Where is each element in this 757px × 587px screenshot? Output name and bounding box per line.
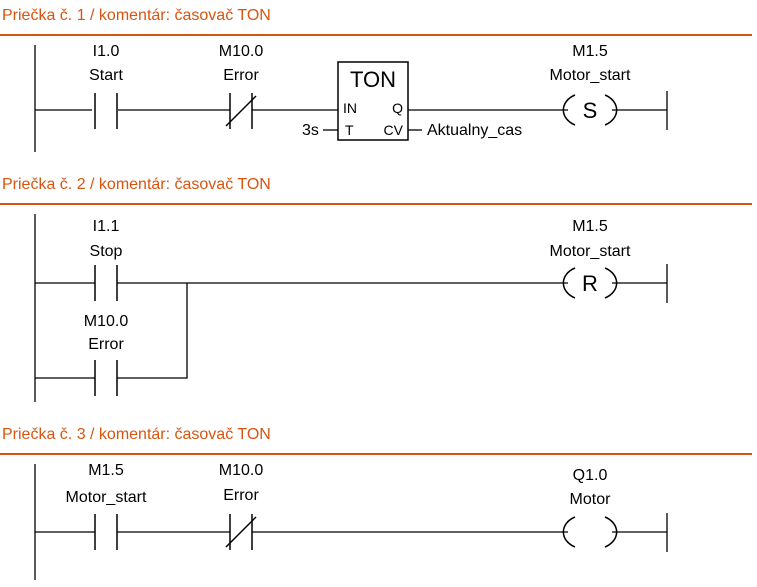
contact-error-nc[interactable]	[225, 93, 257, 129]
ton-pin-cv: CV	[384, 122, 404, 138]
coil-motor[interactable]	[562, 516, 618, 548]
rung-1-title: Priečka č. 1 / komentár: časovač TON	[2, 7, 271, 24]
contact-error-symbol: Error	[223, 67, 259, 84]
coil-set-address: M1.5	[572, 43, 608, 60]
rung-2-title: Priečka č. 2 / komentár: časovač TON	[2, 176, 271, 193]
contact-stop-symbol: Stop	[90, 243, 123, 260]
ton-preset-value: 3s	[302, 122, 319, 139]
contact-error-branch-symbol: Error	[88, 336, 124, 353]
rung-2-branch-wire	[35, 283, 188, 379]
coil-reset-symbol: Motor_start	[550, 243, 631, 260]
ton-pin-t: T	[345, 122, 354, 138]
contact-error-address: M10.0	[219, 43, 264, 60]
contact-stop-address: I1.1	[93, 218, 120, 235]
contact-error-3-symbol: Error	[223, 487, 259, 504]
contact-error-3-address: M10.0	[219, 462, 264, 479]
contact-motor-start-symbol: Motor_start	[66, 489, 147, 506]
coil-set-letter: S	[583, 98, 598, 123]
contact-error-branch-address: M10.0	[84, 313, 129, 330]
ton-timer-block[interactable]: TON IN Q T CV	[337, 61, 409, 141]
ton-pin-q: Q	[392, 100, 403, 116]
contact-stop[interactable]	[94, 265, 118, 301]
ton-title: TON	[350, 67, 396, 92]
rung-3: Priečka č. 3 / komentár: časovač TON M1.…	[0, 426, 752, 580]
coil-reset-letter: R	[582, 271, 598, 296]
ton-pin-in: IN	[343, 100, 357, 116]
coil-reset[interactable]: R	[562, 267, 618, 299]
rung-3-title: Priečka č. 3 / komentár: časovač TON	[2, 426, 271, 443]
coil-motor-address: Q1.0	[573, 467, 608, 484]
coil-set-symbol: Motor_start	[550, 67, 631, 84]
contact-motor-start[interactable]	[94, 514, 118, 550]
coil-set[interactable]: S	[562, 94, 618, 126]
coil-motor-symbol: Motor	[570, 491, 612, 508]
contact-start[interactable]	[94, 93, 118, 129]
rung-1: Priečka č. 1 / komentár: časovač TON I1.…	[0, 7, 752, 152]
contact-start-address: I1.0	[93, 43, 120, 60]
contact-error-nc-3[interactable]	[225, 514, 257, 550]
coil-reset-address: M1.5	[572, 218, 608, 235]
ton-output-tag: Aktualny_cas	[427, 122, 522, 139]
rung-2: Priečka č. 2 / komentár: časovač TON I1.…	[0, 176, 752, 402]
contact-motor-start-address: M1.5	[88, 462, 124, 479]
contact-error-branch[interactable]	[94, 360, 118, 396]
contact-start-symbol: Start	[89, 67, 123, 84]
